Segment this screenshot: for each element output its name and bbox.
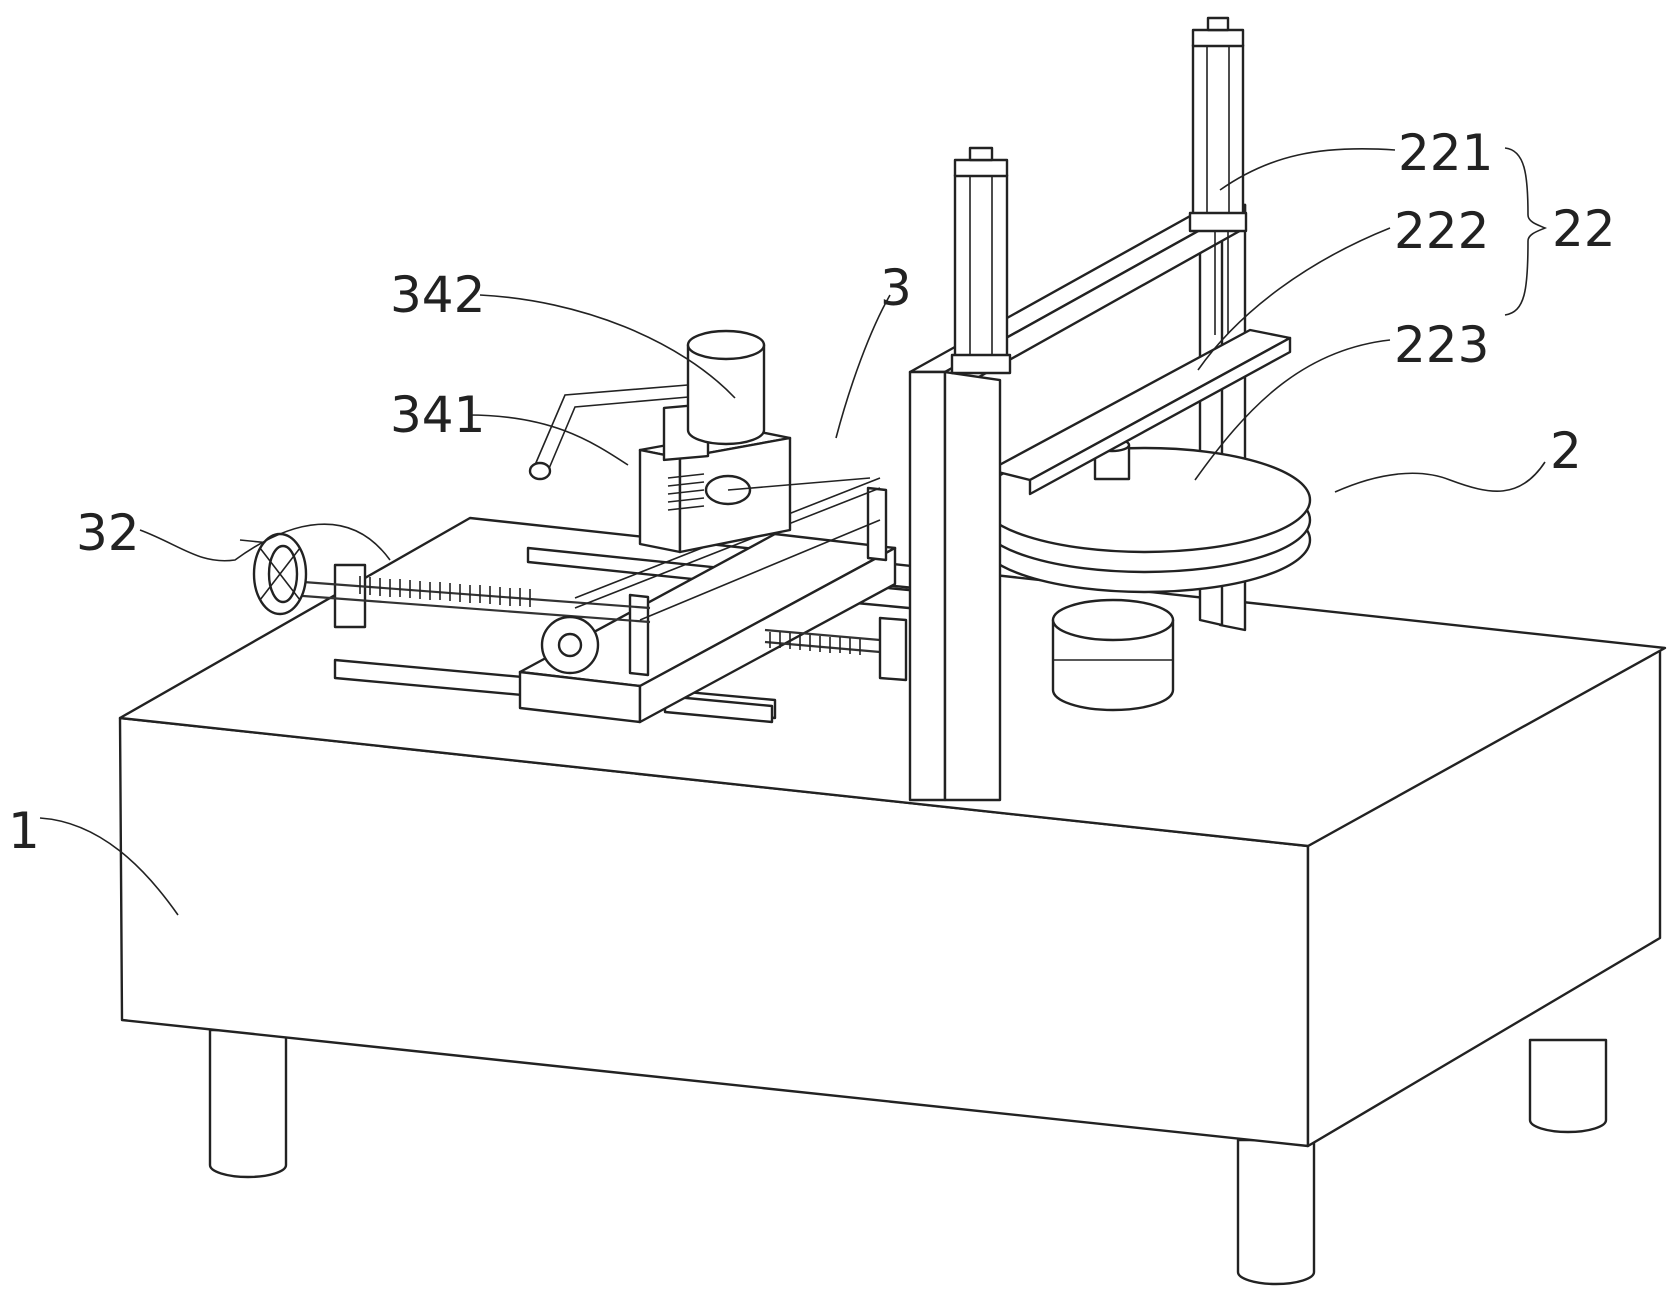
label-221: 221 bbox=[1398, 124, 1493, 182]
label-3: 3 bbox=[880, 259, 912, 317]
label-341: 341 bbox=[390, 386, 485, 444]
label-2: 2 bbox=[1550, 422, 1582, 480]
label-22: 22 bbox=[1552, 200, 1616, 258]
label-32: 32 bbox=[76, 504, 140, 562]
label-342: 342 bbox=[390, 266, 485, 324]
cylinder-221 bbox=[1193, 45, 1243, 223]
label-1: 1 bbox=[8, 802, 40, 860]
screw-end-block bbox=[335, 565, 365, 627]
label-223: 223 bbox=[1394, 316, 1489, 374]
label-222: 222 bbox=[1394, 202, 1489, 260]
cylinder-front bbox=[955, 175, 1007, 365]
